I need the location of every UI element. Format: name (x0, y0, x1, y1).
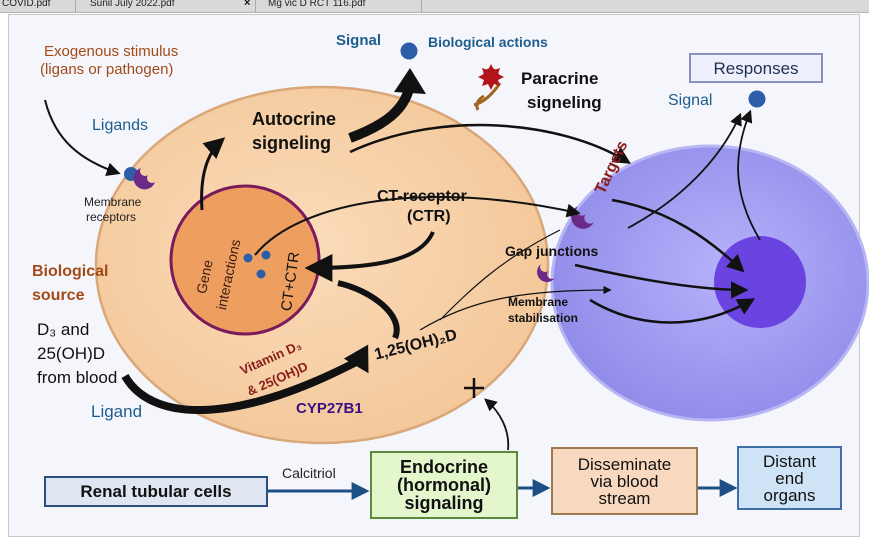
ligand-label: Ligand (91, 402, 143, 421)
arrow-paracrine (349, 123, 631, 164)
arrow-ctr-to-nucleus (304, 231, 435, 282)
d3-line3: from blood (37, 368, 118, 387)
renal-tubular-cells-box: Renal tubular cells (44, 476, 268, 507)
membrane-receptors-line2: receptors (86, 210, 137, 224)
tab-mg-vic-d[interactable]: Mg vic D RCT 116.pdf (262, 0, 422, 12)
ct-receptor-line1: CT-receptor (377, 188, 467, 205)
arrow-membrane-stab (419, 285, 612, 331)
responses-box: Responses (689, 53, 823, 83)
biological-actions-label: Biological actions (428, 34, 548, 50)
tab-covid[interactable]: COVID.pdf (0, 0, 76, 12)
tab-sunil-july[interactable]: Sunil July 2022.pdf × (84, 0, 256, 12)
arrow-gene-to-autocrine (200, 137, 226, 211)
ligands-label: Ligands (92, 117, 149, 134)
d3-line2: 25(OH)D (37, 344, 106, 363)
paracrine-line2: signeling (527, 93, 602, 112)
membrane-receptor-icon (537, 264, 555, 282)
arrow-exogenous (44, 99, 121, 176)
biological-source-line2: source (32, 287, 85, 304)
line-faint (439, 229, 561, 321)
autocrine-line2: signeling (252, 133, 332, 153)
autocrine-line1: Autocrine (252, 109, 337, 129)
signal-top-label: Signal (336, 32, 382, 49)
disseminate-box: Disseminate via blood stream (551, 447, 698, 515)
signal-dot (243, 253, 253, 263)
distant-end-organs-box: Distant end organs (737, 446, 842, 510)
signal-dot (261, 250, 271, 260)
arrow-gap-to-nucleus (574, 263, 749, 299)
arrow-endocrine-to-source (484, 398, 510, 451)
signal-dot-right (748, 90, 766, 108)
membrane-stab-line1: Membrane (508, 295, 569, 309)
browser-tab-strip: COVID.pdf Sunil July 2022.pdf × Mg vic D… (0, 0, 869, 13)
membrane-receptor-icon (571, 206, 594, 229)
ct-receptor-line2: (CTR) (407, 208, 451, 225)
arrow-ligand-head (343, 344, 369, 374)
biological-source-line1: Biological (32, 263, 109, 280)
tab-label: COVID.pdf (2, 0, 51, 9)
paracrine-line1: Paracrine (521, 69, 599, 88)
arrow-nucleus-to-signal (737, 109, 761, 241)
signal-dot (256, 269, 266, 279)
target-nucleus (714, 236, 806, 328)
d3-line1: D₃ and (37, 320, 90, 339)
tab-label: Sunil July 2022.pdf (90, 0, 175, 9)
arrow-to-responses (627, 112, 742, 229)
arrow-targets-to-nucleus (611, 198, 745, 273)
arrow-autocrine-head (394, 68, 426, 94)
signal-dot-top (400, 42, 418, 60)
arrow-to-targets (254, 196, 581, 256)
exogenous-label-line1: Exogenous stimulus (44, 43, 179, 60)
block-cross-icon (464, 378, 484, 398)
signal-right-label: Signal (668, 92, 713, 109)
membrane-receptor-icon (124, 167, 155, 190)
membrane-stab-line2: stabilisation (508, 311, 579, 325)
endocrine-signaling-box: Endocrine (hormonal) signaling (370, 451, 518, 519)
arrow-stab-to-nucleus (589, 298, 756, 324)
exogenous-label-line2: (ligans or pathogen) (40, 61, 174, 78)
arrow-calcitriol-to-nucleus (337, 280, 400, 340)
target-cell (550, 144, 869, 422)
close-icon[interactable]: × (244, 0, 251, 9)
membrane-receptors-line1: Membrane (84, 195, 142, 209)
calcitriol-label: Calcitriol (282, 465, 336, 481)
arrow-ligand-thick (121, 356, 362, 415)
paracrine-flower-icon (473, 64, 504, 111)
tab-label: Mg vic D RCT 116.pdf (268, 0, 366, 9)
gap-junctions-label: Gap junctions (505, 243, 599, 259)
cyp27b1-label: CYP27B1 (296, 400, 363, 417)
